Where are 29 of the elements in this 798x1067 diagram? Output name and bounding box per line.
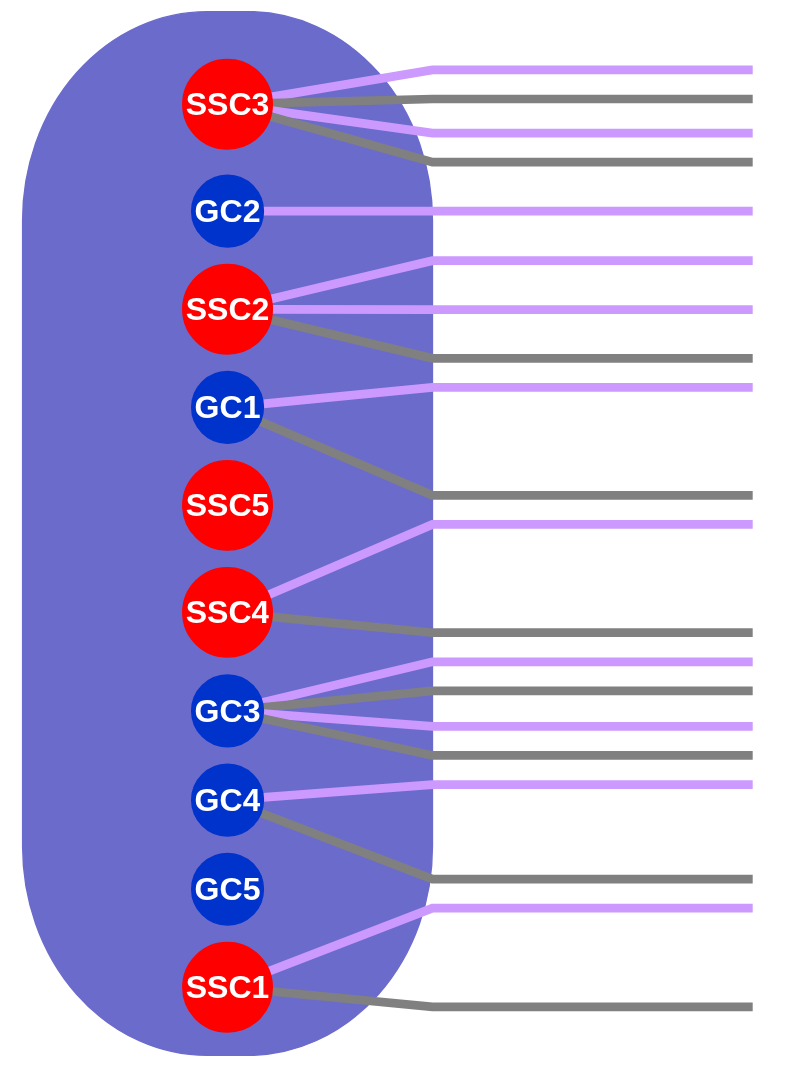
connector-line	[269, 256, 753, 304]
connector-line	[271, 304, 753, 315]
node-circle: SSC3	[181, 58, 273, 150]
connector-line	[261, 714, 753, 760]
connector-line	[266, 520, 753, 599]
connector-line	[262, 383, 753, 409]
connector-line	[269, 112, 753, 167]
connector-line	[271, 987, 753, 1012]
connector-line	[270, 65, 753, 102]
connector-line	[258, 417, 753, 500]
connector-line	[262, 780, 753, 802]
connector-line	[259, 808, 753, 884]
node-circle: GC1	[190, 370, 264, 444]
node-circle: SSC2	[181, 263, 273, 355]
connector-line	[271, 612, 753, 638]
node-circle: GC3	[190, 674, 264, 748]
node-circle: SSC5	[181, 459, 273, 551]
connector-line	[269, 315, 753, 363]
connector-line	[263, 206, 753, 216]
node-circle: GC4	[190, 763, 264, 837]
node-circle: SSC4	[181, 566, 273, 658]
connector-line	[267, 903, 753, 976]
connector-line	[271, 94, 753, 108]
node-circle: SSC1	[181, 941, 273, 1033]
node-circle: GC5	[190, 852, 264, 926]
connector-line	[270, 106, 753, 138]
connector-line	[262, 686, 753, 712]
connector-line	[262, 709, 753, 731]
node-circle: GC2	[190, 174, 264, 248]
